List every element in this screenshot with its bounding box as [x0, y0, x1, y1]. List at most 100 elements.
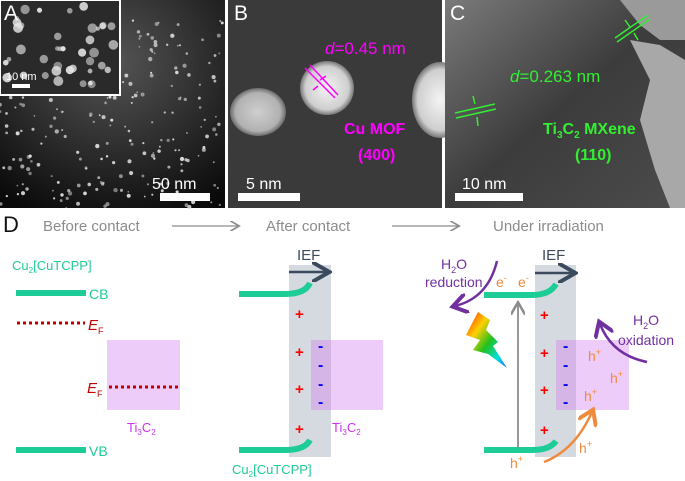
nanoparticle [153, 40, 158, 44]
nanoparticle [113, 187, 118, 193]
panel-letter-d: D [3, 212, 19, 237]
inset-nanoparticle [97, 61, 106, 70]
inset-nanoparticle [57, 46, 63, 52]
oxidation-arrow [600, 324, 648, 364]
text-part: E [88, 317, 99, 334]
text-part: Ti [332, 420, 342, 435]
hole: h+ [584, 387, 597, 404]
text-part: h [584, 388, 592, 404]
superscript: + [587, 439, 592, 449]
h2o-label-oxidation: H2O [633, 312, 659, 331]
nanoparticle [150, 71, 153, 74]
nanoparticle [140, 92, 145, 97]
inset-nanoparticle [2, 59, 9, 66]
oxidation-label: oxidation [618, 332, 674, 348]
nanoparticle [139, 34, 142, 38]
nanoparticle [53, 116, 57, 120]
nanoparticle [198, 83, 202, 86]
nanoparticle [127, 129, 131, 133]
text-part: Cu [12, 258, 29, 273]
inset-nanoparticle [89, 47, 99, 58]
nanoparticle [185, 52, 189, 55]
text-part: C [347, 420, 356, 435]
nanoparticle [186, 132, 188, 134]
nanoparticle [200, 125, 203, 128]
nanoparticle [138, 45, 141, 48]
nanoparticle [217, 122, 221, 127]
material-label-b: Cu MOF [344, 121, 406, 138]
nanoparticle [170, 33, 175, 38]
text-part: E [87, 380, 98, 397]
nanoparticle [178, 149, 181, 152]
nanoparticle [212, 127, 217, 132]
subscript: 3 [137, 428, 142, 437]
material-label-c: Ti3C2 MXene [543, 121, 636, 141]
subscript: F [98, 326, 104, 336]
nanoparticle [143, 195, 146, 198]
ief-label-after: IEF [297, 247, 320, 264]
nanoparticle [0, 102, 2, 107]
nanoparticle [215, 133, 218, 136]
nanoparticle [152, 152, 155, 154]
nanoparticle [170, 84, 174, 88]
nanoparticle [31, 127, 35, 131]
h2o-label-reduction: H2O [441, 256, 467, 275]
nanoparticle [163, 111, 166, 114]
nanoparticle [208, 61, 211, 65]
superscript: - [526, 273, 529, 283]
subscript: 2 [29, 266, 34, 275]
nanoparticle [184, 203, 189, 207]
text-part: MXene [580, 121, 636, 138]
ef-label-mxene: EF [87, 380, 103, 399]
nanoparticle [87, 182, 92, 187]
inset-nanoparticle [41, 72, 49, 80]
nanoparticle [30, 160, 33, 163]
nanoparticle [109, 124, 112, 127]
nanoparticle [100, 157, 103, 161]
reduction-arrow [455, 260, 499, 306]
nanoparticle [151, 193, 154, 196]
subscript: 3 [342, 428, 347, 437]
nanoparticle [157, 149, 161, 153]
subscript: 2 [249, 470, 254, 479]
nanoparticle [167, 165, 171, 169]
mxene-label-after: Ti3C2 [332, 420, 361, 437]
nanoparticle [110, 118, 114, 122]
nanoparticle [63, 134, 67, 139]
nanoparticle [65, 206, 68, 209]
nanoparticle [26, 167, 31, 172]
superscript: + [596, 347, 601, 357]
superscript: + [592, 387, 597, 397]
lattice-marker-c1 [614, 14, 651, 43]
nanoparticle [105, 202, 110, 207]
negative-charges-irradiation: - - - - [563, 338, 568, 411]
nanoparticle [95, 143, 100, 149]
nanoparticle [197, 154, 200, 157]
nanoparticle [112, 160, 116, 165]
stage-after-contact: After contact [266, 218, 351, 235]
superscript: + [518, 454, 523, 464]
panel-d-band-diagram: D Before contact After contact Under irr… [3, 212, 674, 479]
nanoparticle [201, 147, 206, 152]
nanoparticle [211, 75, 216, 80]
nanoparticle [175, 190, 179, 194]
ief-label-irradiation: IEF [542, 247, 565, 264]
mof-label: Cu2[CuTCPP] [12, 258, 92, 275]
plus-sign: + [295, 381, 304, 398]
hole: h+ [610, 369, 623, 386]
stage-under-irradiation: Under irradiation [493, 218, 604, 235]
minus-sign: - [318, 357, 323, 374]
nanoparticle [83, 191, 87, 196]
inset-nanoparticle [53, 76, 64, 87]
nanoparticle [0, 110, 2, 114]
inset-nanoparticle [87, 68, 93, 74]
nanoparticle [216, 33, 221, 38]
nanoparticle [172, 138, 175, 141]
nanoparticle [60, 110, 64, 114]
nanoparticle [16, 193, 20, 196]
nanoparticle [186, 158, 190, 163]
text-part: O [648, 312, 659, 328]
d-symbol: d [325, 39, 335, 58]
nanoparticle [49, 124, 53, 128]
minus-sign: - [318, 394, 323, 411]
